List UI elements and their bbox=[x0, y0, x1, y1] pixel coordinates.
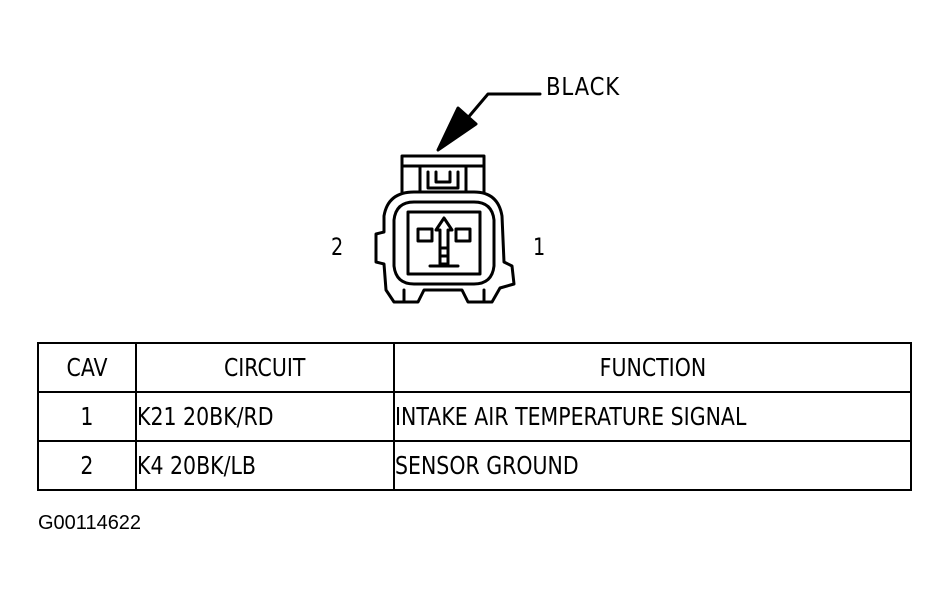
cell-cav: 1 bbox=[37, 391, 137, 442]
terminal-face bbox=[406, 210, 482, 276]
header-cav: CAV bbox=[37, 342, 137, 393]
figure-id: G00114622 bbox=[38, 512, 142, 534]
cell-function: SENSOR GROUND bbox=[393, 440, 912, 491]
cavity-1-label: 1 bbox=[533, 233, 546, 261]
connector-drawing bbox=[374, 92, 542, 304]
callout-arrow bbox=[436, 106, 478, 152]
header-circuit: CIRCUIT bbox=[135, 342, 395, 393]
connector-body bbox=[374, 190, 516, 304]
pinout-table: CAV CIRCUIT FUNCTION 1 K21 20BK/RD INTAK… bbox=[37, 342, 912, 491]
connector-latch bbox=[400, 154, 486, 194]
table-row: 2 K4 20BK/LB SENSOR GROUND bbox=[37, 440, 912, 491]
cell-cav: 2 bbox=[37, 440, 137, 491]
callout-leader bbox=[464, 92, 542, 122]
cell-circuit: K21 20BK/RD bbox=[135, 391, 395, 442]
header-function: FUNCTION bbox=[393, 342, 912, 393]
cell-circuit: K4 20BK/LB bbox=[135, 440, 395, 491]
terminal-1 bbox=[454, 227, 472, 243]
table-row: 1 K21 20BK/RD INTAKE AIR TEMPERATURE SIG… bbox=[37, 391, 912, 442]
cell-function: INTAKE AIR TEMPERATURE SIGNAL bbox=[393, 391, 912, 442]
cavity-2-label: 2 bbox=[331, 233, 344, 261]
connector-color-label: BLACK bbox=[546, 72, 621, 101]
terminal-2 bbox=[416, 227, 434, 243]
table-header-row: CAV CIRCUIT FUNCTION bbox=[37, 342, 912, 393]
